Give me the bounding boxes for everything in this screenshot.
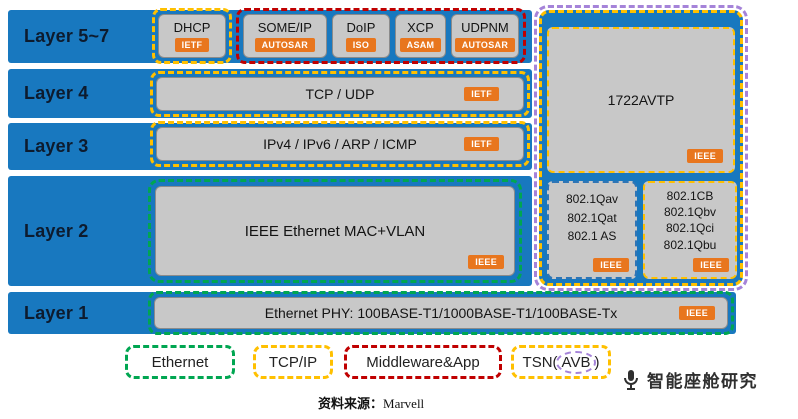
mac-vlan-label: IEEE Ethernet MAC+VLAN bbox=[244, 222, 426, 240]
dhcp-box: DHCP IETF bbox=[158, 14, 226, 58]
tcp-udp-box: TCP / UDP IETF bbox=[156, 77, 524, 111]
legend-avb-highlight: AVB bbox=[555, 350, 597, 374]
xcp-label: XCP bbox=[407, 20, 434, 35]
middleware-app-group-outline: SOME/IP AUTOSAR DoIP ISO XCP ASAM UDPNM … bbox=[236, 8, 526, 64]
layer-label-3: Layer 3 bbox=[24, 136, 89, 156]
phy-box: Ethernet PHY: 100BASE-T1/1000BASE-T1/100… bbox=[154, 297, 728, 329]
avb-standards-box: 802.1Qav 802.1Qat 802.1 AS IEEE bbox=[547, 181, 637, 279]
phy-group-outline: Ethernet PHY: 100BASE-T1/1000BASE-T1/100… bbox=[148, 291, 734, 335]
tcp-udp-standard-badge: IETF bbox=[464, 87, 499, 101]
layer-label-1: Layer 1 bbox=[24, 302, 89, 323]
mac-vlan-standard-badge: IEEE bbox=[468, 255, 504, 269]
phy-label: Ethernet PHY: 100BASE-T1/1000BASE-T1/100… bbox=[264, 305, 618, 321]
avtp-standard-badge: IEEE bbox=[687, 149, 723, 163]
legend-middleware-app: Middleware&App bbox=[344, 345, 502, 379]
dhcp-label: DHCP bbox=[173, 20, 211, 35]
tcp-udp-group-outline: TCP / UDP IETF bbox=[150, 71, 530, 117]
udpnm-box: UDPNM AUTOSAR bbox=[450, 14, 519, 58]
watermark-text: 智能座舱研究 bbox=[647, 372, 758, 391]
layer-label-5-7: Layer 5~7 bbox=[24, 26, 110, 46]
legend-middleware-app-label: Middleware&App bbox=[366, 353, 480, 371]
tsn-standards-box: 802.1CB 802.1Qbv 802.1Qci 802.1Qbu IEEE bbox=[643, 181, 737, 279]
watermark: 智能座舱研究 bbox=[622, 367, 758, 392]
legend-tsn-avb: TSN(AVB) bbox=[511, 345, 611, 379]
tsn-line-qbv: 802.1Qbv bbox=[663, 205, 717, 220]
tsn-line-cb: 802.1CB bbox=[666, 189, 714, 203]
avtp-label: 1722AVTP bbox=[607, 92, 675, 108]
ip-box: IPv4 / IPv6 / ARP / ICMP IETF bbox=[156, 127, 524, 161]
ip-group-outline: IPv4 / IPv6 / ARP / ICMP IETF bbox=[150, 121, 530, 167]
someip-standard-badge: AUTOSAR bbox=[254, 38, 316, 52]
avb-standard-badge: IEEE bbox=[593, 258, 629, 272]
avb-line-qav: 802.1Qav bbox=[565, 192, 619, 206]
avtp-box: 1722AVTP IEEE bbox=[547, 27, 735, 173]
legend-tsn-suffix: ) bbox=[594, 353, 600, 371]
udpnm-standard-badge: AUTOSAR bbox=[454, 38, 516, 52]
doip-standard-badge: ISO bbox=[345, 38, 377, 52]
doip-label: DoIP bbox=[346, 20, 376, 35]
tsn-line-qbu: 802.1Qbu bbox=[663, 237, 717, 252]
xcp-standard-badge: ASAM bbox=[399, 38, 442, 52]
layer-label-4: Layer 4 bbox=[24, 83, 89, 103]
tcp-udp-label: TCP / UDP bbox=[305, 86, 375, 102]
xcp-box: XCP ASAM bbox=[395, 14, 446, 58]
tsn-line-qci: 802.1Qci bbox=[665, 221, 715, 236]
tsn-standard-badge: IEEE bbox=[693, 258, 729, 272]
dhcp-standard-badge: IETF bbox=[174, 38, 210, 52]
source-note: 资料来源：Marvell bbox=[318, 393, 424, 412]
microphone-icon bbox=[622, 369, 640, 391]
legend-tsn-prefix: TSN( bbox=[522, 353, 558, 371]
avb-line-qat: 802.1Qat bbox=[567, 210, 617, 225]
mac-vlan-box: IEEE Ethernet MAC+VLAN IEEE bbox=[155, 186, 515, 276]
someip-box: SOME/IP AUTOSAR bbox=[243, 14, 327, 58]
mac-vlan-group-outline: IEEE Ethernet MAC+VLAN IEEE bbox=[148, 179, 522, 283]
legend-tcpip-label: TCP/IP bbox=[268, 353, 318, 371]
source-value: Marvell bbox=[383, 396, 425, 411]
someip-label: SOME/IP bbox=[257, 20, 312, 35]
avb-line-as: 802.1 AS bbox=[567, 229, 617, 244]
dhcp-group-outline: DHCP IETF bbox=[152, 8, 232, 64]
legend-ethernet-label: Ethernet bbox=[151, 353, 209, 371]
ip-standard-badge: IETF bbox=[464, 137, 499, 151]
phy-standard-badge: IEEE bbox=[679, 306, 715, 320]
legend-tcpip: TCP/IP bbox=[253, 345, 333, 379]
udpnm-label: UDPNM bbox=[461, 20, 509, 35]
source-label: 资料来源： bbox=[318, 396, 384, 411]
tsn-avb-group-outline bbox=[534, 5, 748, 291]
legend-ethernet: Ethernet bbox=[125, 345, 235, 379]
doip-box: DoIP ISO bbox=[331, 14, 391, 58]
layer-label-2: Layer 2 bbox=[24, 220, 89, 241]
ip-label: IPv4 / IPv6 / ARP / ICMP bbox=[263, 136, 417, 152]
